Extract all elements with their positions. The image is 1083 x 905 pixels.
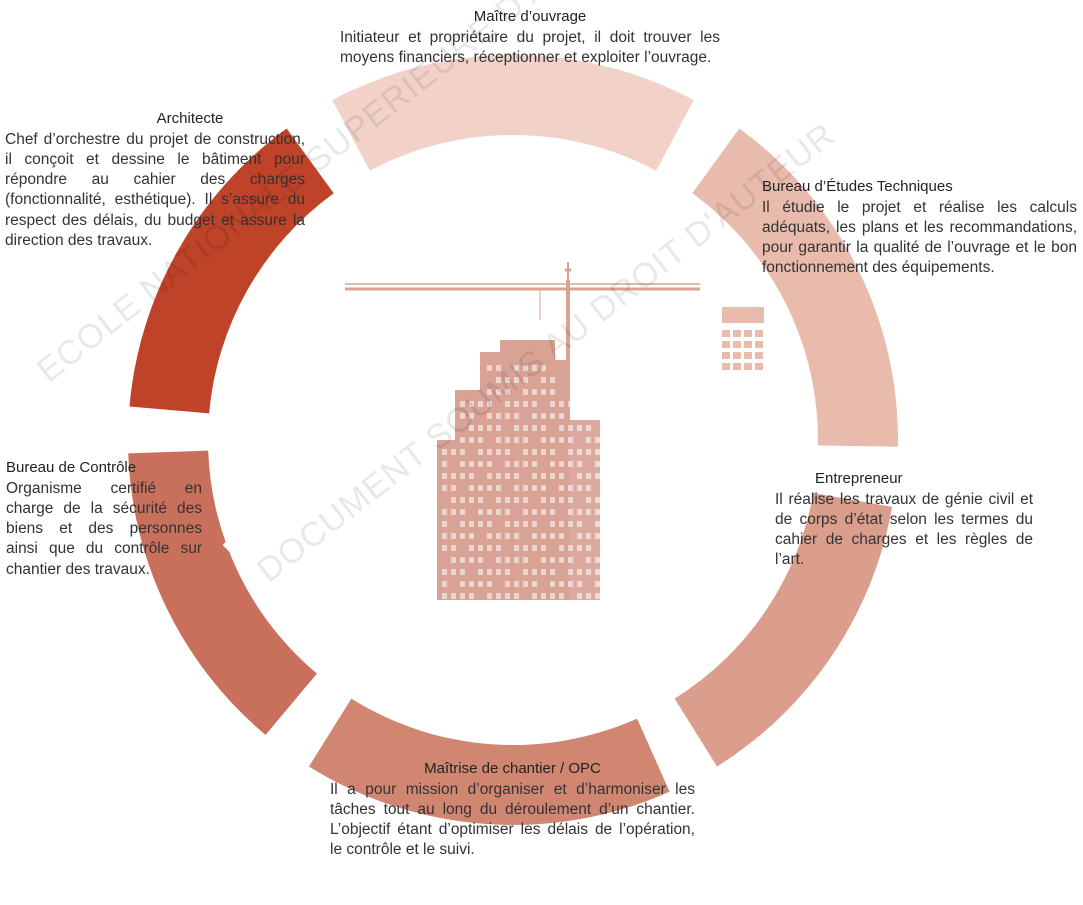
safety-sign-line1: SAFETY bbox=[246, 532, 293, 546]
role-title: Entrepreneur bbox=[815, 470, 903, 487]
role-bureau-controle: Bureau de Contrôle Organisme certifié en… bbox=[6, 459, 202, 580]
role-description: Chef d’orchestre du projet de constructi… bbox=[5, 131, 305, 249]
ship-wheel-icon bbox=[432, 648, 508, 724]
segment-bureau-etudes-techniques bbox=[692, 128, 898, 447]
lightbulb-dollar-icon: $ bbox=[469, 136, 557, 217]
safety-first-sign-icon: SAFETY FIRST bbox=[222, 497, 318, 593]
segment-architecte bbox=[129, 128, 334, 414]
drafting-compass-icon bbox=[259, 252, 307, 329]
calculator-icon bbox=[716, 300, 770, 380]
role-title: Bureau d’Études Techniques bbox=[762, 178, 953, 195]
segment-entrepreneur bbox=[674, 492, 893, 767]
segment-bureau-controle bbox=[128, 450, 317, 735]
safety-sign-line2: FIRST bbox=[253, 547, 288, 561]
role-description: Il a pour mission d’organiser et d’harmo… bbox=[330, 781, 695, 859]
role-description: Organisme certifié en charge de la sécur… bbox=[6, 480, 202, 578]
tower-crane-icon bbox=[690, 529, 768, 625]
role-architecte: Architecte Chef d’orchestre du projet de… bbox=[5, 110, 305, 251]
role-maitrise-chantier-opc: Maîtrise de chantier / OPC Il a pour mis… bbox=[330, 760, 695, 861]
segment-maitre-ouvrage bbox=[332, 55, 694, 171]
svg-text:$: $ bbox=[505, 165, 522, 198]
role-description: Il réalise les travaux de génie civil et… bbox=[775, 491, 1033, 569]
role-title: Architecte bbox=[156, 110, 224, 127]
role-description: Initiateur et propriétaire du projet, il… bbox=[340, 29, 720, 67]
role-title: Maître d’ouvrage bbox=[473, 8, 587, 25]
building-under-construction-illustration bbox=[345, 262, 700, 600]
role-description: Il étudie le projet et réalise les calcu… bbox=[762, 199, 1077, 277]
role-title: Maîtrise de chantier / OPC bbox=[424, 760, 601, 777]
role-title: Bureau de Contrôle bbox=[6, 459, 137, 476]
role-entrepreneur: Entrepreneur Il réalise les travaux de g… bbox=[775, 470, 1033, 571]
role-maitre-ouvrage: Maître d’ouvrage Initiateur et propriéta… bbox=[340, 8, 720, 68]
segment-maitrise-chantier-opc bbox=[308, 698, 670, 826]
role-bureau-etudes-techniques: Bureau d’Études Techniques Il étudie le … bbox=[762, 178, 1077, 279]
